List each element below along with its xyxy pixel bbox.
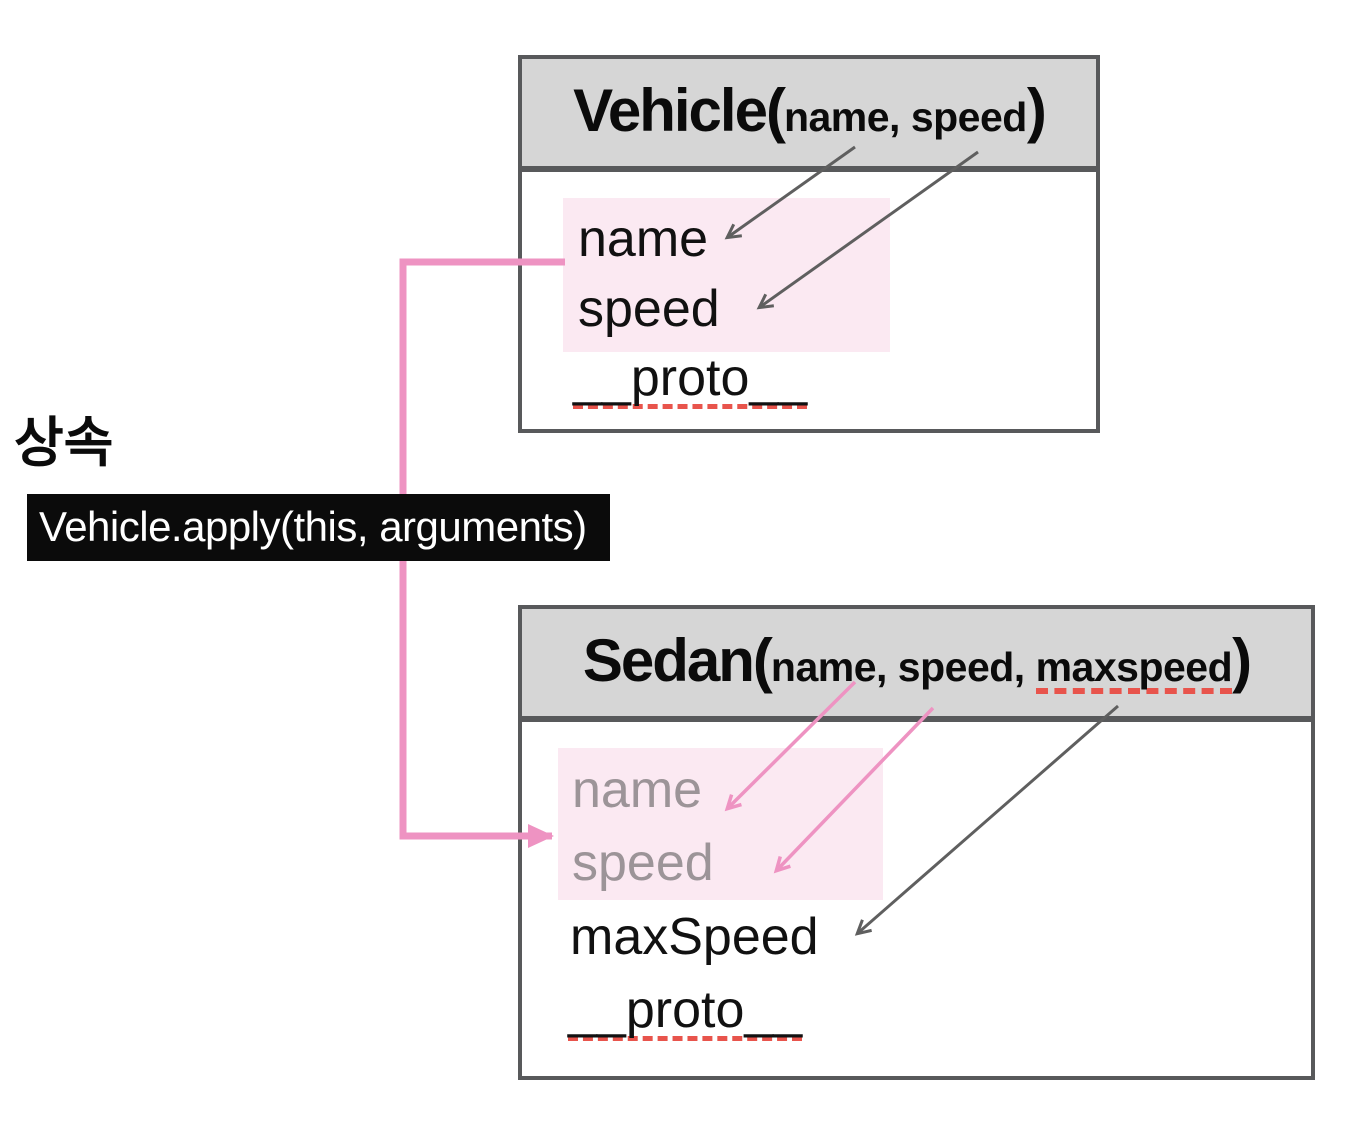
sedan-header: Sedan(name, speed, maxspeed) xyxy=(522,609,1311,722)
sedan-field-proto: __proto__ xyxy=(568,981,803,1041)
vehicle-field-proto: __proto__ xyxy=(573,349,808,409)
apply-call-box: Vehicle.apply(this, arguments) xyxy=(27,494,610,561)
sedan-field-maxspeed: maxSpeed xyxy=(570,908,819,966)
vehicle-title-close: ) xyxy=(1026,77,1047,144)
vehicle-proto-text: __proto__ xyxy=(573,349,808,409)
sedan-title-param-maxspeed: maxspeed xyxy=(1035,647,1233,694)
sedan-title-params-prefix: name, speed, xyxy=(770,644,1036,690)
sedan-title-close: ) xyxy=(1232,627,1252,694)
vehicle-header: Vehicle(name, speed) xyxy=(522,59,1096,172)
apply-call-text: Vehicle.apply(this, arguments) xyxy=(39,503,587,550)
vehicle-title-main: Vehicle( xyxy=(573,77,786,144)
vehicle-class-box: Vehicle(name, speed) xyxy=(518,55,1100,433)
vehicle-field-name: name xyxy=(578,210,709,268)
vehicle-title-params: name, speed xyxy=(783,94,1027,140)
sedan-title-main: Sedan( xyxy=(582,627,773,694)
vehicle-field-speed: speed xyxy=(578,280,720,338)
sedan-field-speed: speed xyxy=(572,834,714,892)
inheritance-label: 상속 xyxy=(14,413,114,473)
sedan-proto-text: __proto__ xyxy=(568,981,803,1041)
sedan-field-name: name xyxy=(572,761,703,819)
